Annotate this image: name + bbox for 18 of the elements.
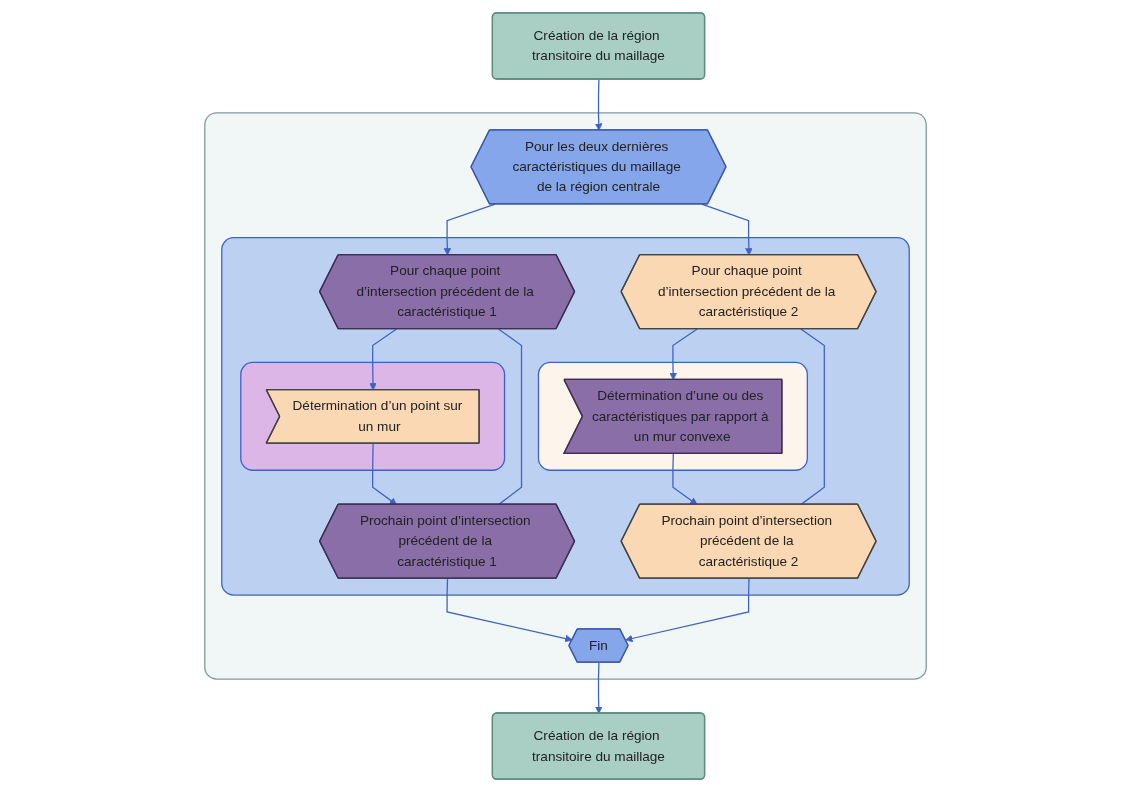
connector bbox=[498, 328, 523, 506]
process-node: Pour chaque point d’intersection précédent de la caractéristique 1 bbox=[319, 254, 576, 330]
process-node: Détermination d’une ou des caractéristiques par rapport à un mur convexe bbox=[563, 378, 783, 454]
process-node: Pour les deux dernières caractéristiques du maillage de la région centrale bbox=[470, 129, 728, 205]
connector bbox=[800, 328, 826, 506]
process-node: Pour chaque point d’intersection précédent de la caractéristique 2 bbox=[620, 254, 878, 330]
arrow bbox=[625, 577, 751, 643]
process-node: Prochain point d’intersection précédent de la caractéristique 2 bbox=[620, 503, 878, 579]
process-node: Fin bbox=[568, 628, 630, 663]
process-node: Création de la région transitoire du maillage bbox=[492, 712, 706, 780]
process-node: Création de la région transitoire du maillage bbox=[492, 12, 706, 80]
arrow bbox=[595, 78, 603, 131]
arrow bbox=[595, 661, 603, 714]
arrow bbox=[444, 203, 497, 256]
arrow bbox=[701, 203, 754, 256]
arrow bbox=[672, 453, 698, 505]
process-node: Prochain point d’intersection précédent de la caractéristique 1 bbox=[319, 503, 576, 579]
process-node: Détermination d’un point sur un mur bbox=[266, 389, 481, 444]
